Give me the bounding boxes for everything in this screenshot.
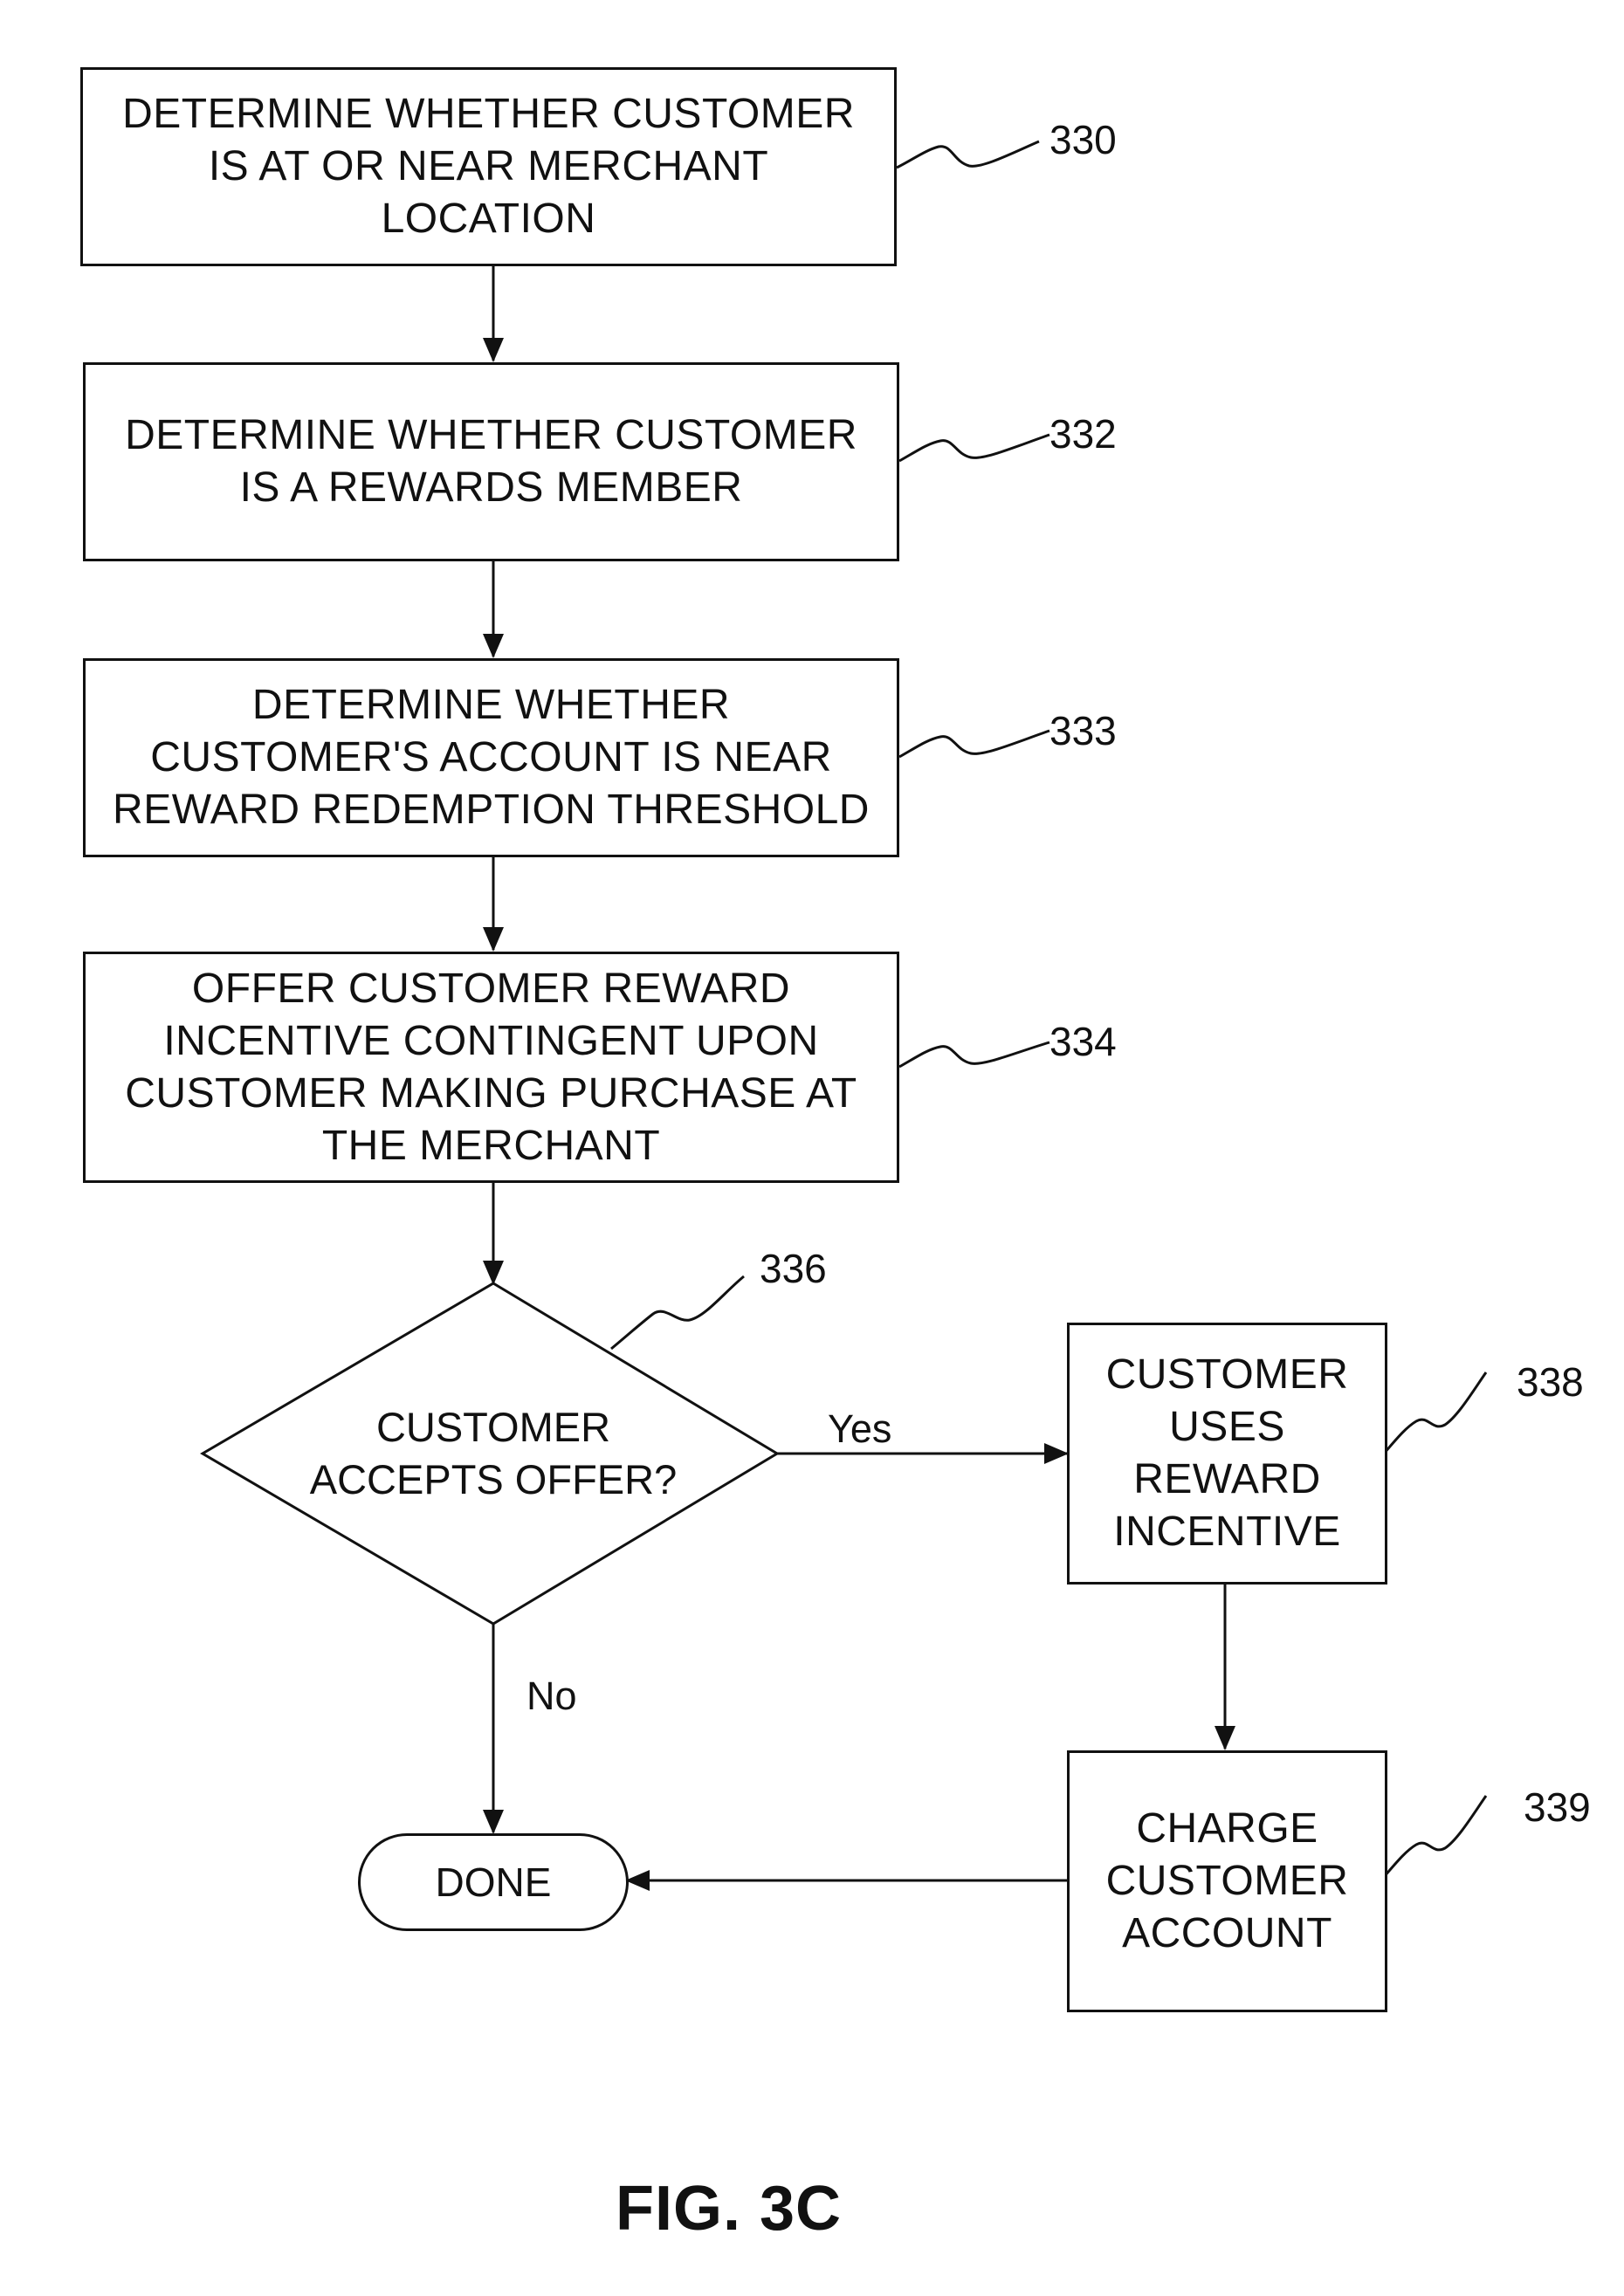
leader-330 [897, 141, 1039, 168]
done-label: DONE [436, 1859, 552, 1906]
branch-no-label: No [526, 1674, 577, 1718]
done-terminal: DONE [358, 1833, 629, 1931]
step-334-line-2: INCENTIVE CONTINGENT UPON [163, 1015, 818, 1068]
ref-339: 339 [1524, 1785, 1591, 1829]
step-334-line-3: CUSTOMER MAKING PURCHASE AT [125, 1068, 857, 1120]
step-332-box: DETERMINE WHETHER CUSTOMER IS A REWARDS … [83, 362, 899, 561]
step-338-line-3: REWARD [1133, 1454, 1321, 1506]
step-334-box: OFFER CUSTOMER REWARD INCENTIVE CONTINGE… [83, 952, 899, 1183]
step-333-box: DETERMINE WHETHER CUSTOMER'S ACCOUNT IS … [83, 658, 899, 857]
step-339-line-1: CHARGE [1136, 1803, 1318, 1855]
ref-336: 336 [760, 1247, 827, 1290]
ref-330: 330 [1049, 118, 1117, 162]
step-338-box: CUSTOMER USES REWARD INCENTIVE [1067, 1323, 1387, 1585]
leader-333 [899, 731, 1049, 757]
step-330-line-1: DETERMINE WHETHER CUSTOMER [122, 88, 855, 141]
leader-338 [1384, 1372, 1486, 1454]
step-339-line-2: CUSTOMER [1106, 1855, 1349, 1908]
step-330-line-2: IS AT OR NEAR MERCHANT [209, 141, 768, 193]
step-339-line-3: ACCOUNT [1122, 1908, 1332, 1960]
step-330-line-3: LOCATION [382, 193, 596, 245]
step-333-line-3: REWARD REDEMPTION THRESHOLD [113, 784, 870, 836]
step-333-line-1: DETERMINE WHETHER [252, 679, 730, 732]
ref-338: 338 [1517, 1360, 1584, 1404]
leader-336 [611, 1276, 744, 1349]
ref-333: 333 [1049, 709, 1117, 753]
step-336-line-2: ACCEPTS OFFER? [310, 1454, 677, 1506]
leader-332 [899, 435, 1049, 461]
leader-334 [899, 1042, 1049, 1067]
figure-label: FIG. 3C [616, 2174, 842, 2244]
step-333-line-2: CUSTOMER'S ACCOUNT IS NEAR [150, 732, 832, 784]
step-330-box: DETERMINE WHETHER CUSTOMER IS AT OR NEAR… [80, 67, 897, 266]
step-336-decision-label: CUSTOMER ACCEPTS OFFER? [290, 1401, 697, 1506]
step-338-line-2: USES [1169, 1401, 1285, 1454]
ref-334: 334 [1049, 1020, 1117, 1063]
step-338-line-1: CUSTOMER [1106, 1349, 1349, 1401]
step-332-line-2: IS A REWARDS MEMBER [240, 462, 743, 514]
branch-yes-label: Yes [828, 1407, 891, 1451]
step-334-line-1: OFFER CUSTOMER REWARD [192, 963, 790, 1015]
leader-339 [1384, 1796, 1486, 1877]
step-332-line-1: DETERMINE WHETHER CUSTOMER [125, 409, 857, 462]
step-336-line-1: CUSTOMER [376, 1401, 610, 1454]
step-339-box: CHARGE CUSTOMER ACCOUNT [1067, 1750, 1387, 2012]
ref-332: 332 [1049, 412, 1117, 456]
step-334-line-4: THE MERCHANT [322, 1120, 660, 1172]
step-338-line-4: INCENTIVE [1113, 1506, 1341, 1558]
